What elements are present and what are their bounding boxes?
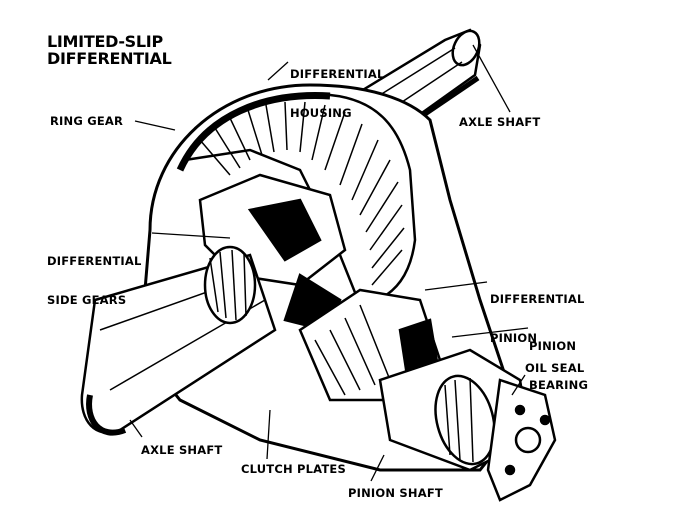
label-pinion-bearing: PINION BEARING [529, 314, 588, 418]
label-pinion-shaft: PINION SHAFT [348, 486, 443, 500]
leader-lines [129, 44, 529, 482]
leader-axle-shaft-left [129, 419, 143, 438]
leader-pinion-shaft [370, 454, 385, 482]
left-axle-shaft [80, 245, 277, 436]
pinion-shaft-assembly [378, 348, 557, 502]
label-axle-shaft-right: AXLE SHAFT [459, 115, 541, 129]
leader-differential-pinion [424, 281, 488, 291]
label-differential-pinion: DIFFERENTIAL PINION [490, 267, 584, 371]
diagram-title: LIMITED-SLIP DIFFERENTIAL [47, 33, 172, 67]
label-line: DIFFERENTIAL [47, 254, 142, 268]
leader-axle-shaft-right [472, 44, 511, 113]
label-differential-housing: DIFFERENTIAL HOUSING [290, 42, 384, 146]
title-line-1: LIMITED-SLIP [47, 32, 163, 51]
leader-pinion-bearing [451, 327, 529, 338]
label-oil-seal: OIL SEAL [525, 361, 585, 375]
label-line: PINION [529, 339, 577, 353]
leader-ring-gear [134, 120, 176, 131]
leader-clutch-plates [266, 409, 271, 460]
title-line-2: DIFFERENTIAL [47, 49, 172, 68]
leader-side-gears [151, 232, 231, 239]
label-line: HOUSING [290, 106, 352, 120]
label-line: DIFFERENTIAL [490, 292, 585, 306]
label-line: BEARING [529, 378, 589, 392]
leader-oil-seal [511, 374, 526, 396]
leader-differential-housing [267, 61, 289, 81]
label-axle-shaft-left: AXLE SHAFT [141, 443, 223, 457]
label-line: SIDE GEARS [47, 293, 127, 307]
label-differential-side-gears: DIFFERENTIAL SIDE GEARS [47, 229, 141, 333]
label-ring-gear: RING GEAR [50, 114, 124, 128]
label-line: PINION [490, 331, 538, 345]
label-clutch-plates: CLUTCH PLATES [241, 462, 346, 476]
label-line: DIFFERENTIAL [290, 67, 385, 81]
